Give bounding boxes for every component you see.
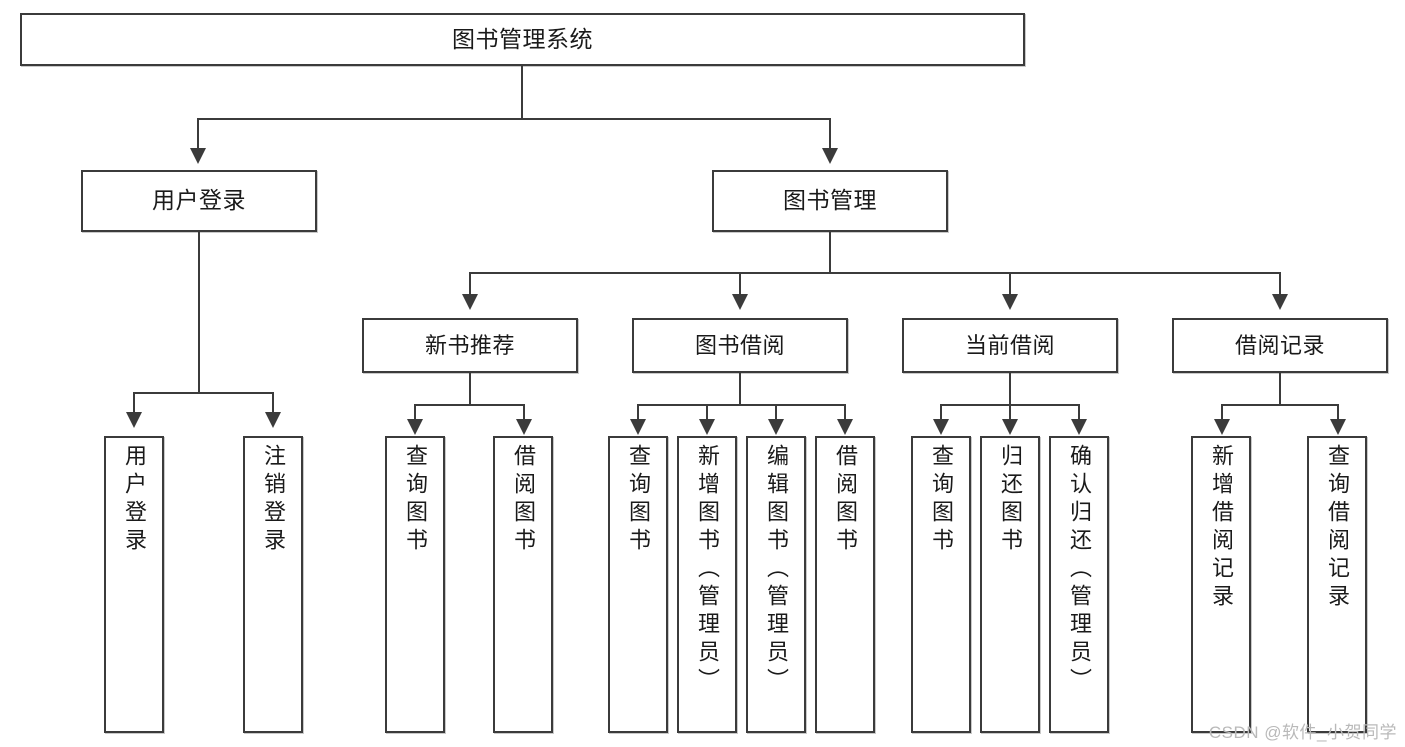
node-root-label: 图书管理系统 (452, 25, 593, 52)
arrow-br-leaf2 (1330, 419, 1346, 435)
arrow-to-book-management (822, 148, 838, 164)
connector-level2-bar (197, 118, 831, 120)
connector-borrow-record-bar (1221, 404, 1338, 406)
connector-level3-bar (469, 272, 1281, 274)
connector-to-book-borrow (739, 272, 741, 294)
arrow-bb-leaf2 (699, 419, 715, 435)
leaf-borrow-book-1[interactable]: 借阅图书 (493, 436, 553, 733)
arrow-to-borrow-record (1272, 294, 1288, 310)
connector-to-user-login (197, 118, 199, 148)
node-root[interactable]: 图书管理系统 (20, 13, 1025, 66)
leaf-return-book[interactable]: 归还图书 (980, 436, 1040, 733)
connector-current-borrow-trunk (1009, 373, 1011, 405)
leaf-add-record[interactable]: 新增借阅记录 (1191, 436, 1251, 733)
node-user-login-label: 用户登录 (152, 187, 246, 214)
connector-bb-leaf2 (706, 404, 708, 420)
leaf-query-book-1-label: 查询图书 (403, 444, 428, 556)
leaf-borrow-book-1-label: 借阅图书 (511, 444, 536, 556)
node-new-book-recommend-label: 新书推荐 (424, 332, 515, 358)
node-borrow-record-label: 借阅记录 (1234, 332, 1325, 358)
node-new-book-recommend[interactable]: 新书推荐 (362, 318, 578, 373)
node-book-management-label: 图书管理 (783, 187, 877, 214)
leaf-query-book-2-label: 查询图书 (626, 444, 651, 556)
arrow-bb-leaf1 (630, 419, 646, 435)
arrow-to-new-book-recommend (462, 294, 478, 310)
node-user-login[interactable]: 用户登录 (81, 170, 317, 232)
leaf-query-book-3-label: 查询图书 (929, 444, 954, 556)
arrow-cb-leaf1 (933, 419, 949, 435)
leaf-logout-login-label: 注销登录 (261, 444, 286, 556)
connector-user-login-trunk (198, 232, 200, 393)
connector-book-borrow-bar (637, 404, 845, 406)
connector-book-borrow-trunk (739, 373, 741, 405)
connector-to-book-management (829, 118, 831, 148)
connector-br-leaf2 (1337, 404, 1339, 420)
arrow-to-current-borrow (1002, 294, 1018, 310)
connector-borrow-record-trunk (1279, 373, 1281, 405)
leaf-confirm-return-label: 确认归还（管理员） (1067, 444, 1092, 696)
leaf-query-record-label: 查询借阅记录 (1325, 444, 1350, 612)
arrow-to-user-login (190, 148, 206, 164)
connector-to-current-borrow (1009, 272, 1011, 294)
node-book-management[interactable]: 图书管理 (712, 170, 948, 232)
leaf-return-book-label: 归还图书 (998, 444, 1023, 556)
leaf-query-book-1[interactable]: 查询图书 (385, 436, 445, 733)
connector-to-borrow-record (1279, 272, 1281, 294)
leaf-query-book-2[interactable]: 查询图书 (608, 436, 668, 733)
connector-cb-leaf1 (940, 404, 942, 420)
leaf-edit-book[interactable]: 编辑图书（管理员） (746, 436, 806, 733)
connector-root-trunk (521, 66, 523, 119)
connector-cb-leaf2 (1009, 404, 1011, 420)
arrow-nbr-leaf2 (516, 419, 532, 435)
leaf-add-record-label: 新增借阅记录 (1209, 444, 1234, 612)
watermark: CSDN @软件_小贺同学 (1208, 723, 1397, 742)
leaf-user-login-label: 用户登录 (122, 444, 147, 556)
arrow-nbr-leaf1 (407, 419, 423, 435)
leaf-borrow-book-2-label: 借阅图书 (833, 444, 858, 556)
connector-bb-leaf1 (637, 404, 639, 420)
leaf-query-record[interactable]: 查询借阅记录 (1307, 436, 1367, 733)
connector-bb-leaf3 (775, 404, 777, 420)
arrow-bb-leaf4 (837, 419, 853, 435)
node-book-borrow-label: 图书借阅 (694, 332, 785, 358)
connector-user-login-bar (133, 392, 273, 394)
arrow-cb-leaf3 (1071, 419, 1087, 435)
node-borrow-record[interactable]: 借阅记录 (1172, 318, 1388, 373)
leaf-confirm-return[interactable]: 确认归还（管理员） (1049, 436, 1109, 733)
arrow-to-book-borrow (732, 294, 748, 310)
arrow-user-login-leaf2 (265, 412, 281, 428)
arrow-cb-leaf2 (1002, 419, 1018, 435)
connector-nbr-leaf1 (414, 404, 416, 420)
connector-new-book-recommend-bar (414, 404, 524, 406)
connector-user-login-leaf2 (272, 392, 274, 412)
node-book-borrow[interactable]: 图书借阅 (632, 318, 848, 373)
connector-cb-leaf3 (1078, 404, 1080, 420)
arrow-br-leaf1 (1214, 419, 1230, 435)
node-current-borrow[interactable]: 当前借阅 (902, 318, 1118, 373)
connector-to-new-book-recommend (469, 272, 471, 294)
connector-new-book-recommend-trunk (469, 373, 471, 405)
arrow-bb-leaf3 (768, 419, 784, 435)
leaf-add-book-label: 新增图书（管理员） (695, 444, 720, 696)
leaf-add-book[interactable]: 新增图书（管理员） (677, 436, 737, 733)
leaf-borrow-book-2[interactable]: 借阅图书 (815, 436, 875, 733)
connector-br-leaf1 (1221, 404, 1223, 420)
connector-book-management-trunk (829, 232, 831, 273)
connector-nbr-leaf2 (523, 404, 525, 420)
connector-bb-leaf4 (844, 404, 846, 420)
node-current-borrow-label: 当前借阅 (964, 332, 1055, 358)
leaf-edit-book-label: 编辑图书（管理员） (764, 444, 789, 696)
leaf-user-login[interactable]: 用户登录 (104, 436, 164, 733)
arrow-user-login-leaf1 (126, 412, 142, 428)
leaf-query-book-3[interactable]: 查询图书 (911, 436, 971, 733)
leaf-logout-login[interactable]: 注销登录 (243, 436, 303, 733)
connector-user-login-leaf1 (133, 392, 135, 412)
